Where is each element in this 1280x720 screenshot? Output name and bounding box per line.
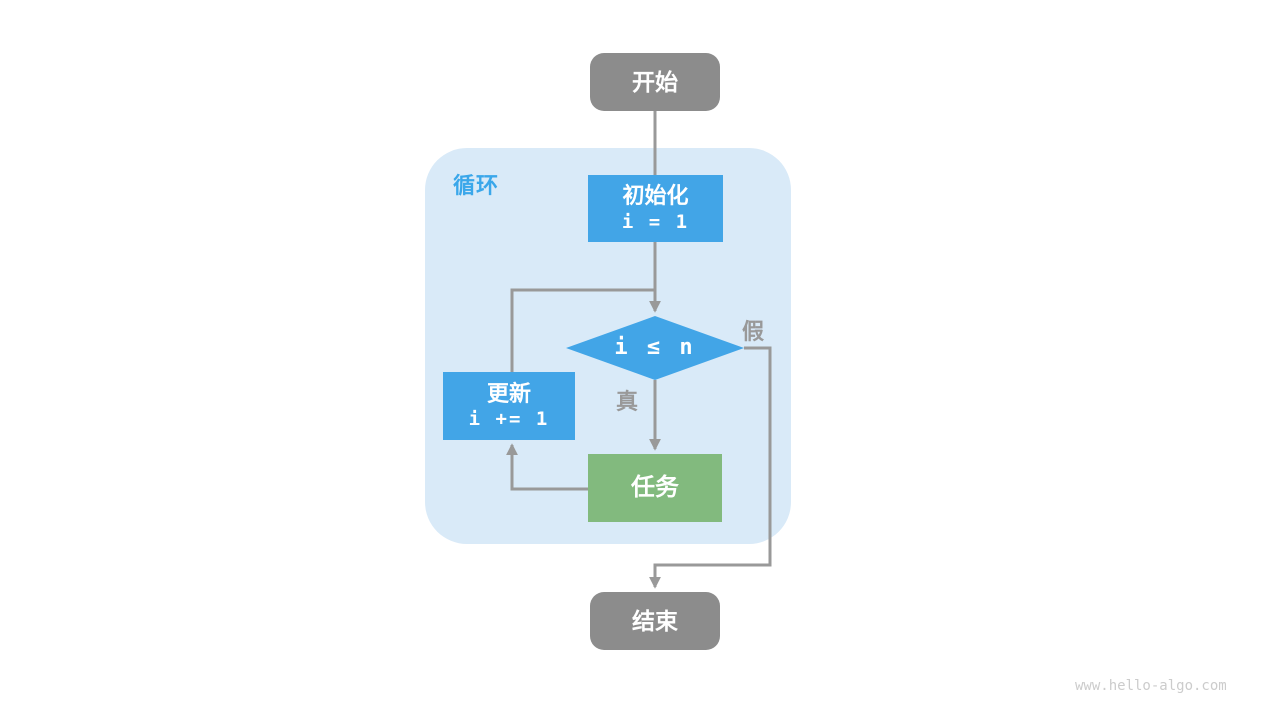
false-branch-label: 假 — [742, 319, 765, 344]
node-init-code: i = 1 — [621, 210, 690, 233]
edge-condition-to-end — [649, 346, 772, 589]
node-condition-code: i ≤ n — [614, 334, 696, 360]
node-end-label: 结束 — [632, 607, 678, 634]
node-update: 更新 i += 1 — [443, 372, 575, 440]
node-end: 结束 — [590, 592, 720, 650]
node-init-title: 初始化 — [622, 183, 689, 209]
node-update-code: i += 1 — [468, 408, 550, 431]
node-task-label: 任务 — [631, 474, 679, 501]
edge-update-to-junction — [510, 288, 655, 373]
node-start-label: 开始 — [632, 68, 678, 95]
watermark: www.hello-algo.com — [1075, 678, 1227, 694]
node-update-title: 更新 — [486, 380, 531, 406]
edge-task-to-update — [506, 443, 588, 491]
loop-label: 循环 — [453, 173, 500, 198]
node-task: 任务 — [588, 454, 722, 522]
node-start: 开始 — [590, 53, 720, 111]
true-branch-label: 真 — [616, 389, 639, 414]
node-init: 初始化 i = 1 — [588, 175, 723, 242]
